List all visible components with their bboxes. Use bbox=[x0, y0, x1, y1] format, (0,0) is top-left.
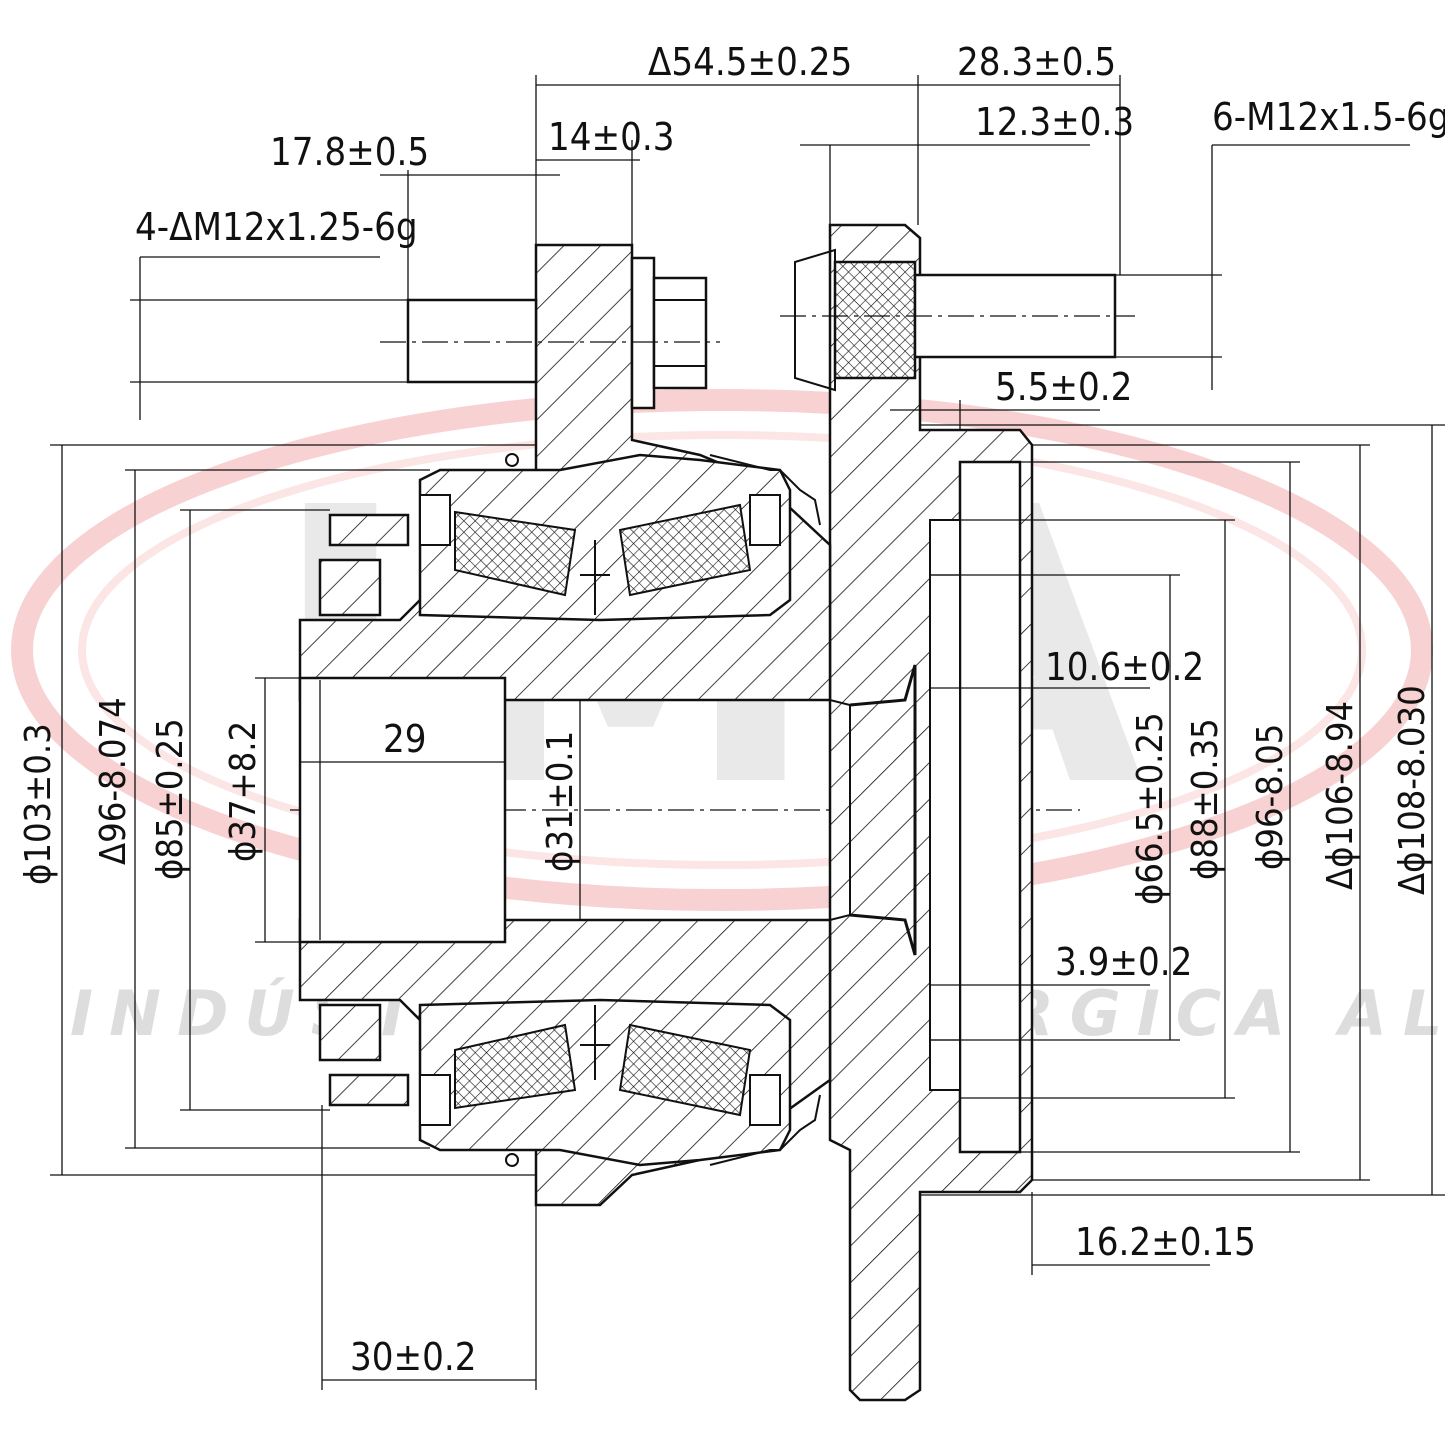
top-dimensions: Δ54.5±0.25 28.3±0.5 12.3±0.3 14±0.3 17.8… bbox=[130, 40, 1445, 430]
dim-phi31: ϕ31±0.1 bbox=[540, 731, 581, 872]
dim-phi88: ϕ88±0.35 bbox=[1185, 718, 1226, 880]
dim-5-5: 5.5±0.2 bbox=[995, 365, 1132, 409]
hub-flange bbox=[828, 223, 1034, 1402]
dim-54-5: Δ54.5±0.25 bbox=[648, 40, 852, 84]
dim-28-3: 28.3±0.5 bbox=[957, 40, 1116, 84]
dim-phi85: ϕ85±0.25 bbox=[150, 718, 191, 880]
bearing-top bbox=[318, 453, 821, 622]
dim-14: 14±0.3 bbox=[548, 115, 675, 159]
watermark-ring bbox=[11, 389, 1433, 911]
bearing-bottom bbox=[318, 998, 821, 1167]
dim-30: 30±0.2 bbox=[350, 1335, 477, 1379]
thread-left: 4-ΔM12x1.25-6g bbox=[135, 205, 418, 249]
right-diameters: ϕ66.5±0.25 ϕ88±0.35 ϕ96-8.05 Δϕ106-8.94 … bbox=[920, 424, 1445, 1196]
dim-10-6: 10.6±0.2 bbox=[1045, 645, 1204, 689]
dim-12-3: 12.3±0.3 bbox=[975, 100, 1134, 144]
dim-17-8: 17.8±0.5 bbox=[270, 130, 429, 174]
right-stud bbox=[780, 248, 1135, 392]
thread-right: 6-M12x1.5-6g bbox=[1212, 95, 1445, 139]
dim-phi108: Δϕ108-8.030 bbox=[1392, 685, 1433, 895]
dim-phi106: Δϕ106-8.94 bbox=[1320, 701, 1361, 890]
inner-dimensions: 10.6±0.2 3.9±0.2 29 16.2±0.15 30±0.2 bbox=[300, 645, 1256, 1390]
left-diameters: ϕ103±0.3 Δ96-8.074 ϕ85±0.25 ϕ37+8.2 ϕ31±… bbox=[18, 444, 581, 1176]
dim-phi103: ϕ103±0.3 bbox=[18, 723, 59, 885]
dim-phi66-5: ϕ66.5±0.25 bbox=[1130, 712, 1171, 905]
dim-16-2: 16.2±0.15 bbox=[1075, 1220, 1256, 1264]
dim-3-9: 3.9±0.2 bbox=[1055, 940, 1192, 984]
dim-phi96-left: Δ96-8.074 bbox=[93, 697, 134, 865]
dim-29: 29 bbox=[383, 717, 427, 761]
left-bolt bbox=[380, 256, 720, 410]
dim-phi37: ϕ37+8.2 bbox=[223, 721, 264, 862]
dim-phi96-right: ϕ96-8.05 bbox=[1250, 724, 1291, 870]
